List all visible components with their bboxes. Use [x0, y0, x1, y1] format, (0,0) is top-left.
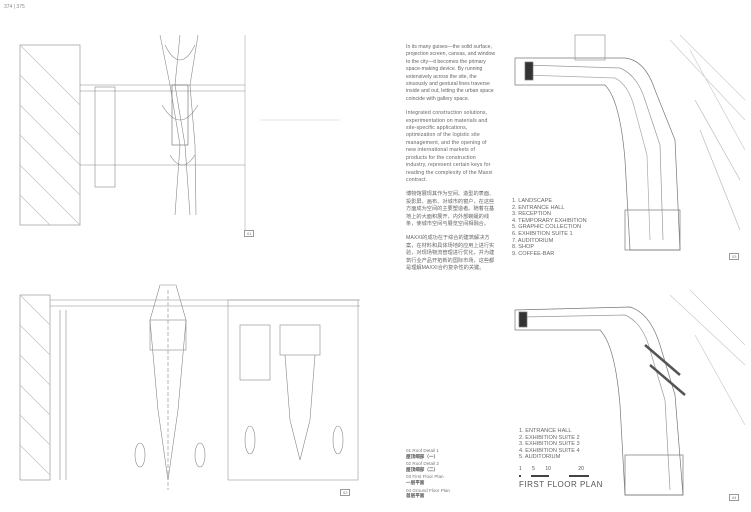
first-floor-plan-drawing [514, 289, 745, 496]
legend-item: 6. EXHIBITION SUITE 1 [512, 230, 573, 237]
legend-item: 4. TEMPORARY EXHIBITION [512, 217, 587, 224]
legend-item: 1. LANDSCAPE [512, 198, 553, 204]
scale-tick: 20 [578, 466, 584, 472]
roof-detail-2-drawing [19, 284, 360, 490]
paragraph-en-2: Integrated construction solutions, exper… [406, 110, 493, 183]
page-number: 374 | 375 [4, 4, 25, 10]
ground-floor-plan-drawing [514, 34, 745, 251]
body-text: In its many guises—the solid surface, pr… [406, 44, 496, 279]
legend-item: 2. ENTRANCE HALL [512, 204, 565, 211]
paragraph-zh-2: MAXXI的成功在于综合的建筑解决方案，在材料和具体场地的应用上进行实验，对现场… [406, 235, 495, 271]
legend-item: 7. AUDITORIUM [512, 237, 554, 244]
legend-item: 2. EXHIBITION SUITE 2 [519, 434, 580, 441]
legend-item: 5. AUDITORIUM [519, 454, 561, 461]
first-floor-legend: 1. ENTRANCE HALL 2. EXHIBITION SUITE 2 3… [519, 428, 580, 461]
figure-tag: 03 [729, 253, 740, 260]
ground-floor-legend: 1. LANDSCAPE 2. ENTRANCE HALL 3. RECEPTI… [512, 198, 587, 257]
legend-item: 8. SHOP [512, 244, 535, 251]
legend-item: 3. EXHIBITION SUITE 3 [519, 441, 580, 448]
legend-item: 9. COFFEE-BAR [512, 250, 555, 257]
first-floor-plan-title: FIRST FLOOR PLAN [519, 480, 603, 489]
legend-item: 5. GRAPHIC COLLECTION [512, 224, 582, 231]
figure-tag: 01 [244, 230, 255, 237]
roof-detail-1-drawing [19, 34, 340, 235]
figure-tag: 04 [729, 494, 740, 501]
scale-bar: 1 5 10 20 [519, 466, 589, 478]
legend-item: 4. EXHIBITION SUITE 4 [519, 447, 580, 454]
figure-tag: 02 [340, 489, 351, 496]
legend-item: 1. ENTRANCE HALL [519, 428, 572, 434]
scale-tick: 1 [519, 466, 522, 472]
paragraph-zh-1: 博物馆展现其作为空间、造型的表面、投影屏、画布、对城市的窗户，在这些方面成为空间… [406, 191, 495, 227]
scale-tick: 5 [532, 466, 535, 472]
legend-item: 3. RECEPTION [512, 211, 551, 218]
scale-tick: 10 [545, 466, 551, 472]
paragraph-en-1: In its many guises—the solid surface, pr… [406, 44, 496, 102]
